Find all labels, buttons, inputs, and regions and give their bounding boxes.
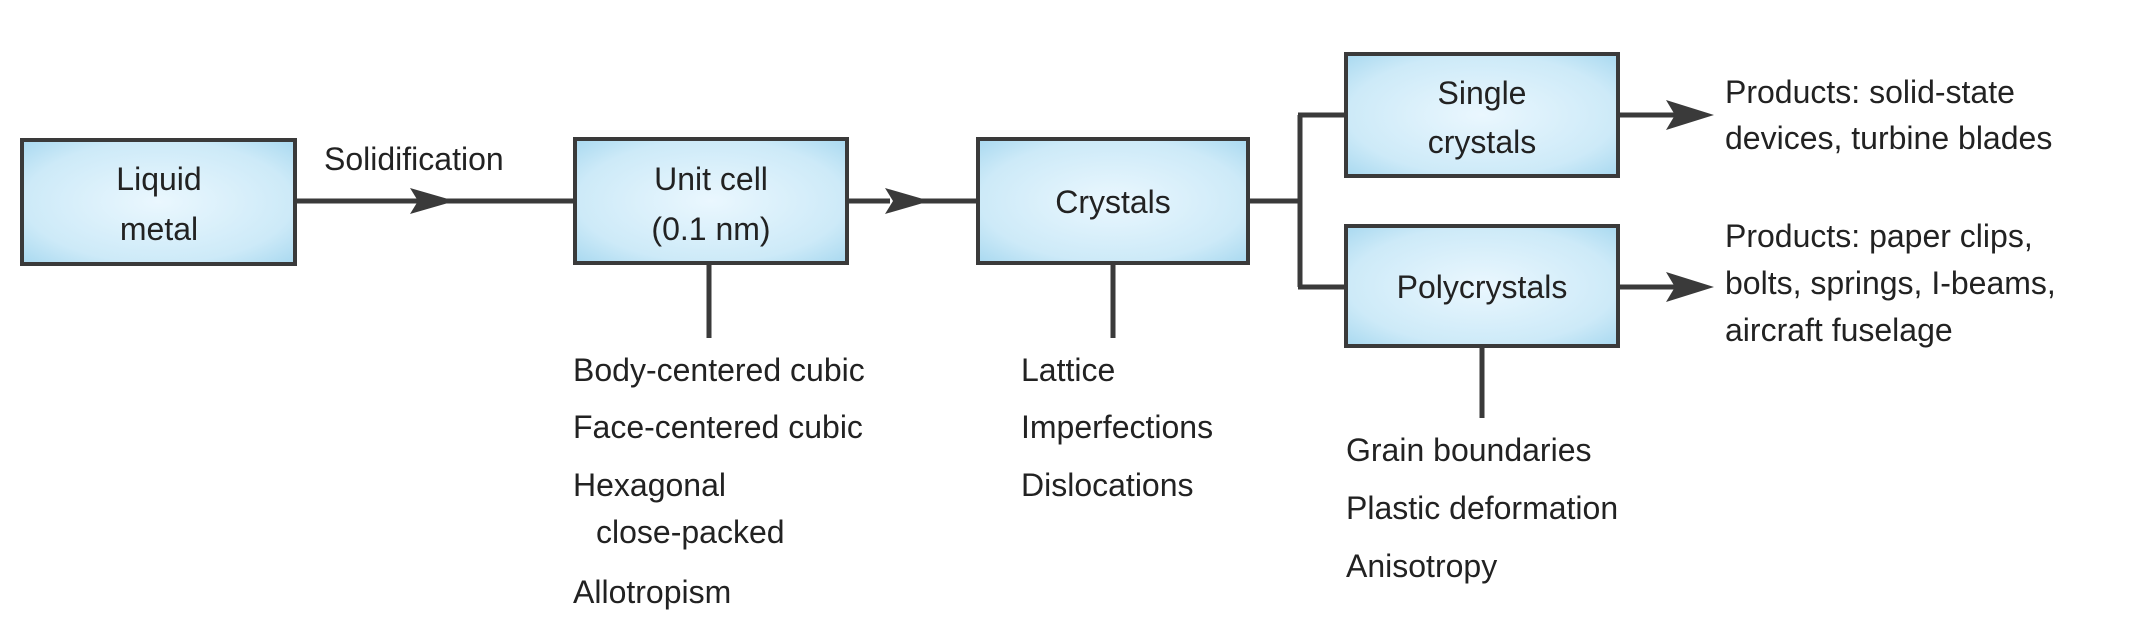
unit-cell-item-hexagonal: Hexagonal xyxy=(573,467,726,503)
box-polycrystals: Polycrystals xyxy=(1344,224,1620,348)
box-unit-cell-line1: Unit cell xyxy=(654,161,768,197)
products-poly-line1: Products: paper clips, xyxy=(1725,218,2033,254)
poly-item-anisotropy: Anisotropy xyxy=(1346,548,1497,584)
box-single-crystals: Single crystals xyxy=(1344,52,1620,178)
box-crystals: Crystals xyxy=(976,137,1250,265)
products-poly-line2: bolts, springs, I-beams, xyxy=(1725,265,2056,301)
box-liquid-metal-line1: Liquid xyxy=(116,161,201,197)
unit-cell-item-allotropism: Allotropism xyxy=(573,574,731,610)
products-single-line2: devices, turbine blades xyxy=(1725,120,2052,156)
products-poly-line3: aircraft fuselage xyxy=(1725,312,1953,348)
box-single-crystals-line1: Single xyxy=(1438,75,1527,111)
box-unit-cell-line2: (0.1 nm) xyxy=(651,211,770,247)
crystals-item-dislocations: Dislocations xyxy=(1021,467,1194,503)
products-single-line1: Products: solid-state xyxy=(1725,74,2015,110)
unit-cell-item-close-packed: close-packed xyxy=(596,514,785,550)
box-liquid-metal-line2: metal xyxy=(120,211,198,247)
unit-cell-item-fcc: Face-centered cubic xyxy=(573,409,863,445)
edge-label-solidification: Solidification xyxy=(324,141,504,177)
box-unit-cell: Unit cell (0.1 nm) xyxy=(573,137,849,265)
arrowhead-poly-products xyxy=(1666,272,1714,302)
unit-cell-item-bcc: Body-centered cubic xyxy=(573,352,865,388)
crystals-item-imperfections: Imperfections xyxy=(1021,409,1213,445)
box-single-crystals-line2: crystals xyxy=(1428,124,1536,160)
box-liquid-metal: Liquid metal xyxy=(20,138,297,266)
poly-item-grain-boundaries: Grain boundaries xyxy=(1346,432,1591,468)
poly-item-plastic-deformation: Plastic deformation xyxy=(1346,490,1618,526)
crystals-item-lattice: Lattice xyxy=(1021,352,1115,388)
arrowhead-crystals xyxy=(885,188,930,214)
box-polycrystals-label: Polycrystals xyxy=(1397,269,1568,305)
box-crystals-label: Crystals xyxy=(1055,184,1171,220)
arrowhead-solidification xyxy=(410,188,455,214)
arrowhead-single-products xyxy=(1666,100,1714,130)
